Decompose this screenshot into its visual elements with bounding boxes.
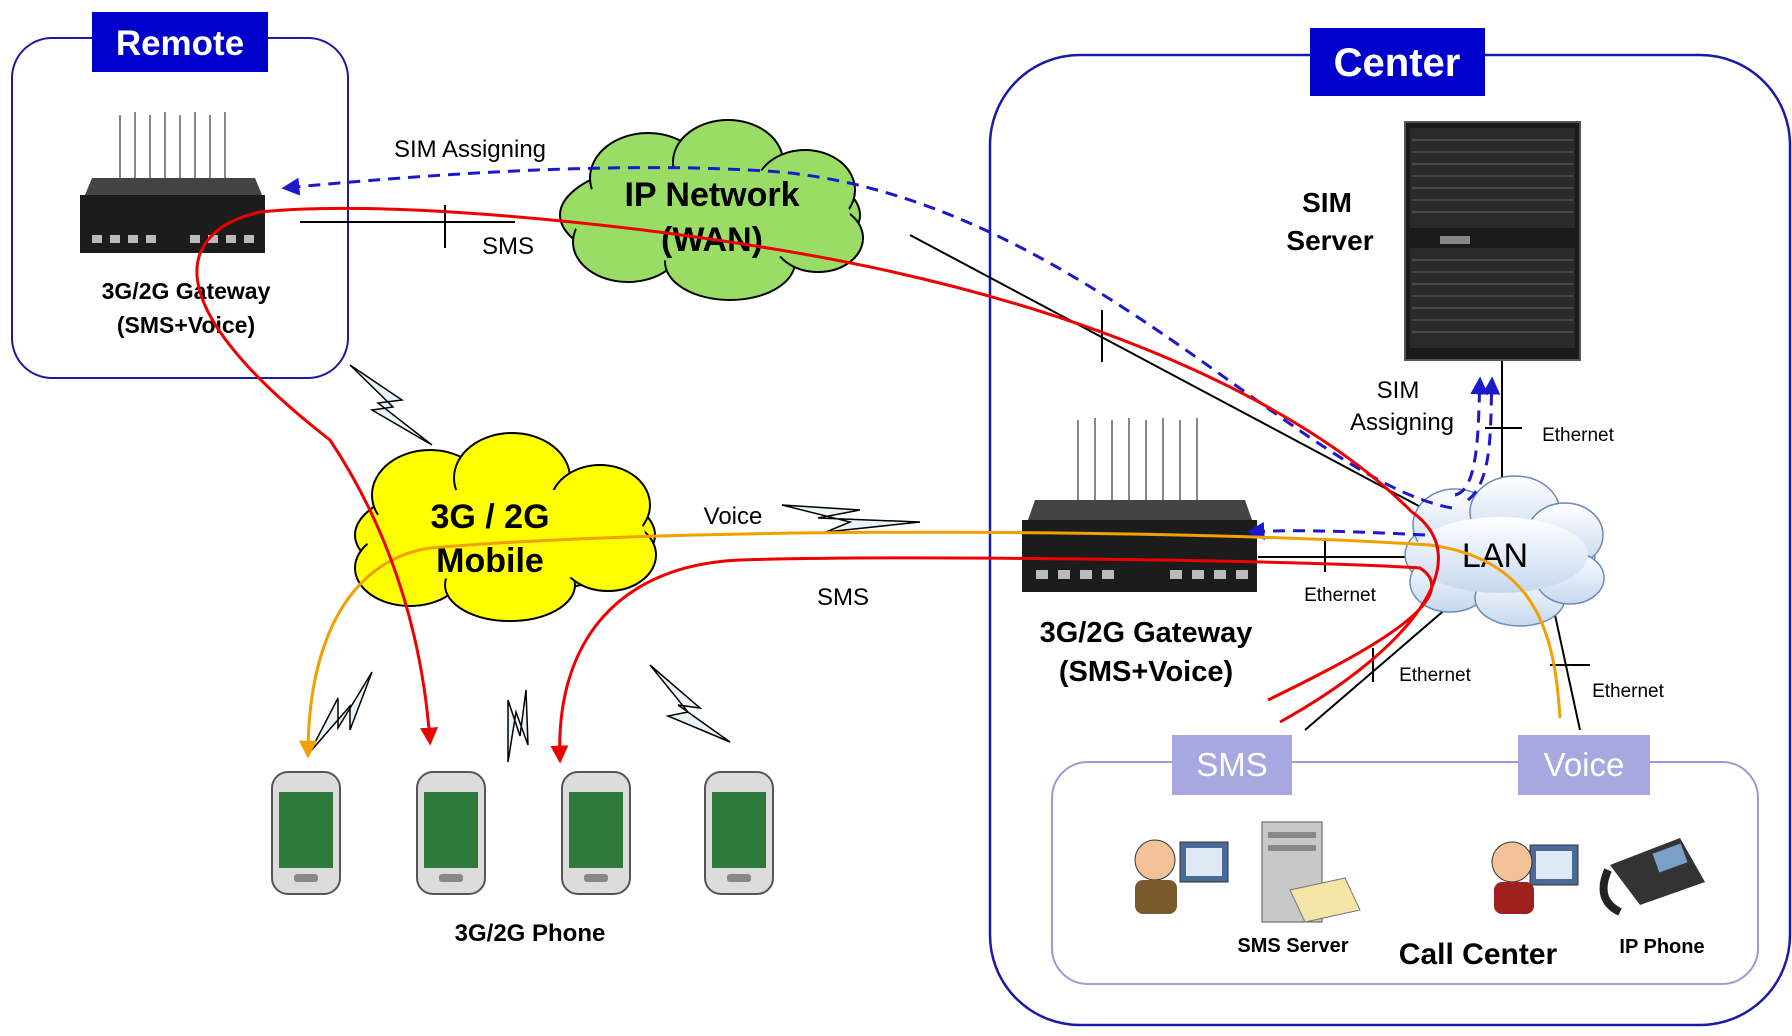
phone-3 (561, 771, 631, 895)
voice-tag: Voice (1544, 746, 1625, 783)
ethernet-sim-label: Ethernet (1542, 425, 1615, 446)
mobile-cloud (354, 432, 657, 622)
call-center-box (1051, 761, 1759, 985)
ethernet-sms-label: Ethernet (1399, 665, 1472, 686)
remote-gateway-line2: (SMS+Voice) (117, 312, 255, 338)
wireless-links (309, 364, 921, 763)
voice-paths (299, 530, 1562, 759)
phones-label: 3G/2G Phone (455, 920, 606, 947)
sim-assigning-top-label: SIM Assigning (394, 136, 546, 163)
remote-gateway (80, 112, 265, 253)
sms-server-icon (1261, 821, 1361, 923)
lan-cloud (1404, 475, 1605, 627)
voice-mid-label: Voice (704, 503, 763, 530)
sms-top-label: SMS (482, 233, 534, 260)
sim-assigning-paths (281, 166, 1501, 541)
sms-paths (195, 206, 1440, 764)
sms-server-label: SMS Server (1237, 935, 1348, 957)
phone-4 (704, 771, 774, 895)
mobile-cloud-line2: Mobile (436, 542, 544, 580)
phone-1 (271, 771, 341, 895)
sms-operator-icon (1134, 839, 1229, 914)
mobile-cloud-line1: 3G / 2G (430, 498, 549, 536)
remote-title: Remote (116, 24, 244, 63)
sim-server-line1: SIM (1302, 187, 1352, 218)
sim-assigning-right-line1: SIM (1377, 377, 1420, 404)
remote-title-bg (92, 12, 268, 72)
voice-tag-bg (1518, 735, 1650, 795)
center-gateway-line1: 3G/2G Gateway (1040, 617, 1253, 649)
sms-mid-label: SMS (817, 584, 869, 611)
ethernet-gw-label: Ethernet (1304, 585, 1377, 606)
sms-tag-bg (1172, 735, 1292, 795)
ip-phone-label: IP Phone (1619, 936, 1704, 958)
call-center-agent-icon (1491, 841, 1579, 914)
wan-cloud (559, 119, 864, 301)
sim-server (1404, 121, 1581, 361)
call-center-label: Call Center (1399, 938, 1558, 971)
wan-cloud-line1: IP Network (624, 176, 799, 214)
ip-phone-icon (1599, 838, 1705, 916)
center-gateway (1022, 418, 1257, 592)
remote-gateway-line1: 3G/2G Gateway (102, 278, 271, 304)
phone-2 (416, 771, 486, 895)
center-title-bg (1310, 28, 1485, 96)
sms-tag: SMS (1196, 746, 1268, 783)
ethernet-voice-label: Ethernet (1592, 681, 1665, 702)
sim-assigning-right-line2: Assigning (1350, 409, 1454, 436)
center-gateway-line2: (SMS+Voice) (1059, 656, 1233, 688)
center-title: Center (1334, 41, 1461, 85)
sim-server-line2: Server (1286, 225, 1373, 256)
